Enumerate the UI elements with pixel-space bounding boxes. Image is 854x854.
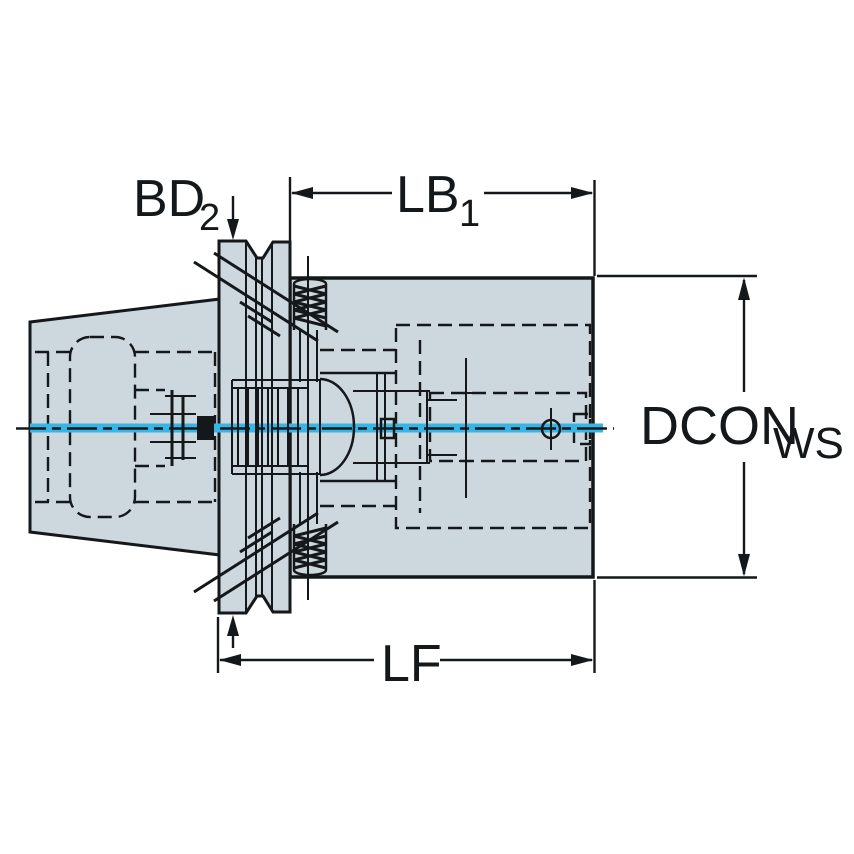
coolant-tube-connector [150,390,214,466]
lf-label: LF [381,635,442,693]
lf-dimension: LF [216,580,596,693]
drawbar-sleeve [320,371,457,483]
set-screw-mark [540,408,562,450]
clamping-mechanism [150,241,562,613]
bd2-dimension: BD 2 [133,170,239,648]
dcon-ws-dimension: DCON WS [597,274,844,579]
dcon-label: DCON [640,396,799,456]
dcon-subscript: WS [773,419,844,468]
clamp-dome [319,377,356,477]
collet-segments [231,379,320,475]
lb1-subscript: 1 [459,193,480,235]
lb1-dimension: LB 1 [288,166,596,276]
centerline [16,423,614,433]
bd2-label: BD [133,170,205,228]
bd2-subscript: 2 [199,197,220,239]
hatch-marks [193,251,339,603]
lb1-label: LB [396,166,460,224]
cross-hole-axis [459,358,473,498]
